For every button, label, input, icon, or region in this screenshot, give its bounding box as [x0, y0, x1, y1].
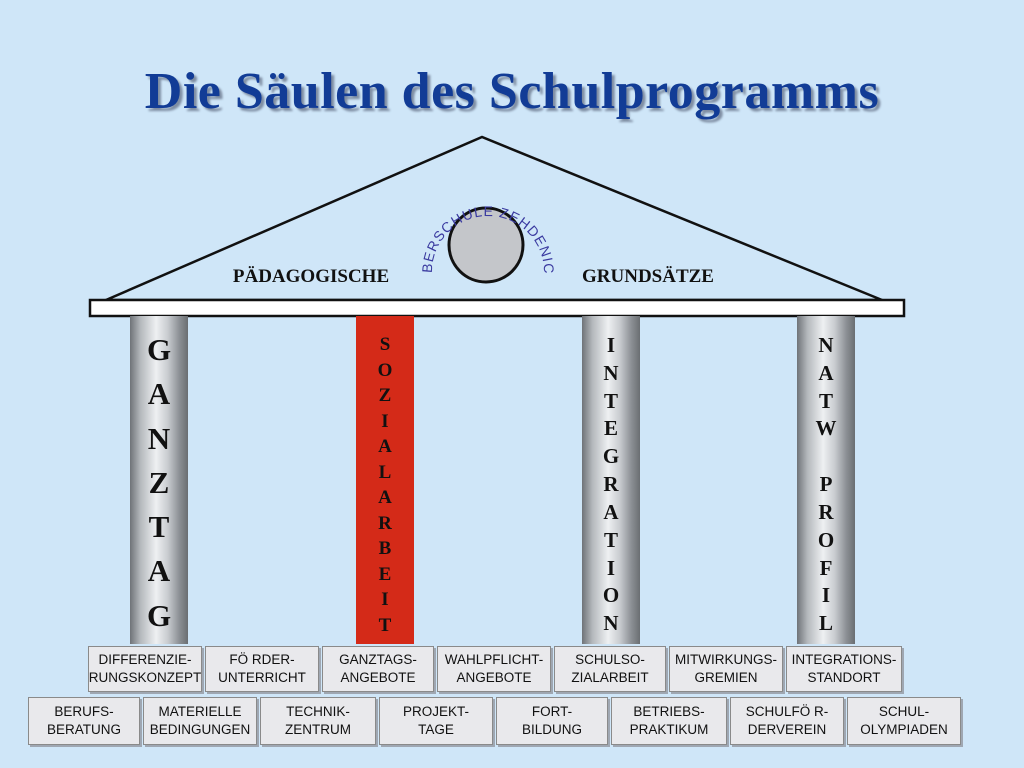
pillar-letter: A: [378, 436, 392, 457]
pillar-letter: A: [818, 360, 834, 385]
pillar-letter: P: [819, 472, 833, 497]
foundation-row2-box-8: SCHUL- OLYMPIADEN: [847, 697, 961, 745]
page-title: Die Säulen des Schulprogramms: [144, 63, 880, 120]
pillar-letter: R: [603, 472, 619, 497]
pillar-letter: T: [148, 509, 170, 545]
pillar-letter: R: [378, 512, 392, 534]
pillar-letter: G: [146, 597, 172, 633]
pillar-letter: N: [603, 360, 619, 385]
pillar-letter: F: [819, 555, 833, 580]
pillar-letter: I: [381, 410, 389, 432]
foundation-row2-box-1: BERUFS- BERATUNG: [28, 697, 140, 745]
foundation-row1-box-6: MITWIRKUNGS- GREMIEN: [669, 646, 783, 692]
pillar-letter: Z: [148, 464, 170, 500]
pillar-letter: Z: [378, 385, 392, 406]
pillar-letter: T: [818, 388, 833, 413]
foundation-row1-box-3: GANZTAGS- ANGEBOTE: [322, 646, 434, 692]
roof-label-left: PÄDAGOGISCHE: [233, 266, 389, 287]
pillar-letter: L: [378, 461, 392, 483]
pillar-letter: G: [602, 444, 620, 469]
foundation-row2-box-7: SCHULFÖ R- DERVEREIN: [730, 697, 844, 745]
foundation-row2-box-2: MATERIELLE BEDINGUNGEN: [143, 697, 257, 745]
pillar-letter: A: [147, 376, 171, 412]
foundation-row2-box-4: PROJEKT- TAGE: [379, 697, 493, 745]
pillar-letter: N: [603, 611, 619, 636]
pillar-letter: E: [378, 563, 392, 585]
pillar-letter: N: [147, 420, 171, 456]
pillar-letter: T: [378, 614, 392, 636]
roof-label-right: GRUNDSÄTZE: [582, 266, 714, 287]
foundation-row2-box-6: BETRIEBS- PRAKTIKUM: [611, 697, 727, 745]
pillar-letter: N: [818, 333, 834, 357]
pillar-letter: I: [606, 333, 616, 357]
pillar-letter: O: [602, 583, 620, 608]
foundation-row2-box-5: FORT- BILDUNG: [496, 697, 608, 745]
foundation-row1-box-2: FÖ RDER- UNTERRICHT: [205, 646, 319, 692]
pillar-letter: T: [603, 527, 618, 552]
temple-roof: OBERSCHULE ZEHDENICK PÄDAGOGISCHE GRUNDS…: [0, 0, 906, 318]
pillar-letter: A: [378, 487, 392, 508]
pillar-letter: T: [603, 388, 618, 413]
pillar-letter: A: [603, 499, 619, 524]
foundation-row1-box-7: INTEGRATIONS- STANDORT: [786, 646, 902, 692]
pillar-letter: B: [378, 538, 392, 559]
roof-beam: [88, 298, 906, 318]
pillar-letter: [823, 443, 828, 471]
roof-emblem-circle: [447, 206, 525, 284]
pillar-letter: R: [818, 499, 834, 524]
foundation-row1-box-1: DIFFERENZIE- RUNGSKONZEPT: [88, 646, 202, 692]
foundation-row2-box-3: TECHNIK- ZENTRUM: [260, 697, 376, 745]
foundation-row1-box-4: WAHLPFLICHT- ANGEBOTE: [437, 646, 551, 692]
foundation-row1-box-5: SCHULSO- ZIALARBEIT: [554, 646, 666, 692]
pillar-letter: L: [818, 611, 833, 636]
pillar-letter: O: [377, 359, 393, 381]
pillar-letter: A: [147, 553, 171, 589]
pillar-letter: G: [146, 332, 172, 367]
pillar-letter: W: [815, 416, 837, 441]
pillar-letter: E: [603, 416, 618, 441]
pillar-letter: I: [821, 583, 831, 608]
pillar-letter: I: [381, 589, 389, 610]
pillar-letter: I: [606, 555, 616, 580]
pillar-letter: S: [379, 334, 391, 355]
pillar-letter: O: [817, 527, 835, 552]
